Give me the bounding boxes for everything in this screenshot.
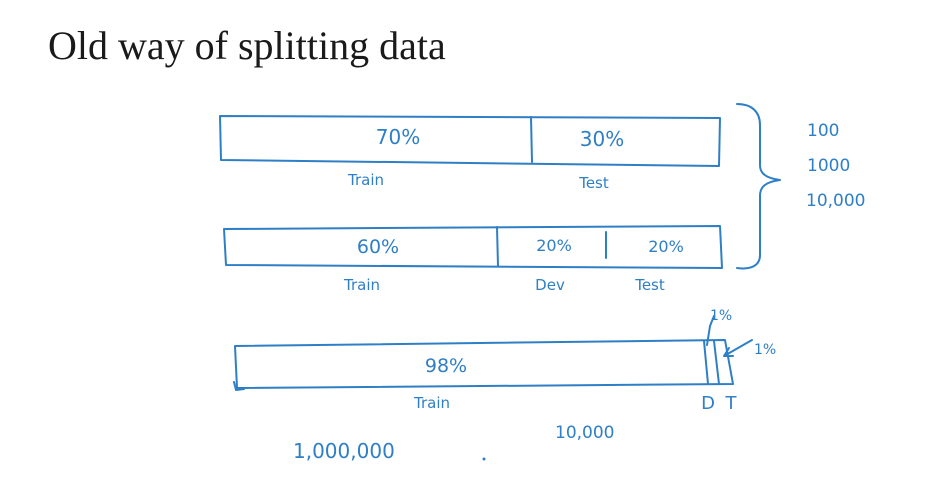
split-3-dev-test-examples: 10,000 [555,423,614,443]
split-2-test-label: Test [634,276,665,294]
split-1-test-pct: 30% [580,127,624,151]
split-1-test-label: Test [578,174,609,192]
split-3-test-pct: 1% [754,342,776,358]
dataset-size-0: 100 [807,121,839,141]
split-2-dev-label: Dev [535,276,565,294]
split-3-train-pct: 98% [425,355,467,377]
split-1-train-pct: 70% [376,125,420,149]
split-3-total-examples: 1,000,000 [293,439,395,463]
split-2-test-pct: 20% [648,237,684,256]
dev-pointer [706,315,715,346]
split-1-divider [530,116,533,163]
split-3-left-tick [233,381,245,391]
ink-dot [482,457,486,461]
split-2-dev-pct: 20% [536,236,572,255]
split-3-divider-1 [703,340,709,385]
split-3-bar-outline [234,339,734,389]
split-2-divider-1 [496,226,499,267]
curly-brace [736,103,781,270]
slide-title: Old way of splitting data [48,23,446,68]
split-3-train-label: Train [413,394,450,412]
split-1-train-label: Train [347,171,384,189]
dataset-size-2: 10,000 [806,191,865,211]
split-3-divider-2 [713,340,720,385]
split-2-train-pct: 60% [357,236,399,258]
split-3-dev-pct: 1% [710,308,732,324]
dataset-size-1: 1000 [807,156,850,176]
split-3-dev-label: D [701,393,715,414]
split-3-test-label: T [725,393,738,414]
split-2-bar-outline [223,225,723,269]
test-pointer-arrow [723,339,753,357]
split-1-bar-outline [219,115,721,167]
split-2-train-label: Train [343,276,380,294]
